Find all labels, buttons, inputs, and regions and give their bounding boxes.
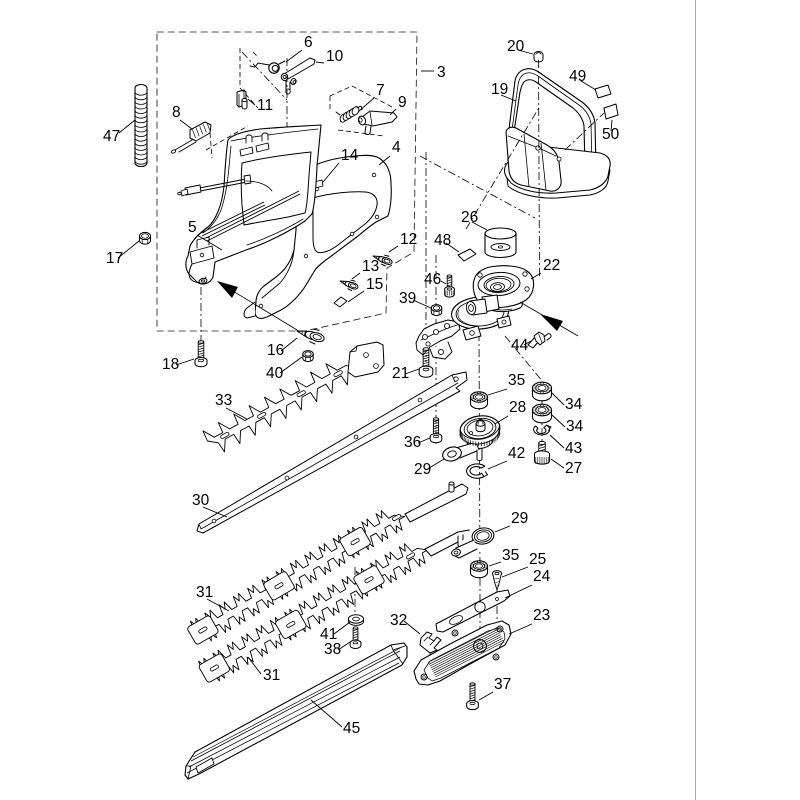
svg-text:39: 39 bbox=[399, 290, 416, 307]
svg-text:35: 35 bbox=[508, 372, 525, 389]
svg-text:3: 3 bbox=[437, 64, 446, 81]
svg-text:37: 37 bbox=[494, 676, 511, 693]
svg-text:18: 18 bbox=[162, 356, 179, 373]
svg-text:16: 16 bbox=[267, 342, 284, 359]
svg-text:36: 36 bbox=[404, 434, 421, 451]
svg-text:26: 26 bbox=[461, 209, 478, 226]
svg-text:35: 35 bbox=[502, 547, 519, 564]
svg-text:48: 48 bbox=[434, 232, 451, 249]
svg-text:47: 47 bbox=[103, 128, 120, 145]
svg-text:6: 6 bbox=[304, 34, 313, 51]
svg-text:33: 33 bbox=[215, 392, 232, 409]
svg-text:13: 13 bbox=[362, 258, 379, 275]
svg-text:30: 30 bbox=[192, 492, 210, 509]
svg-text:23: 23 bbox=[533, 607, 550, 624]
svg-text:21: 21 bbox=[392, 365, 409, 382]
svg-text:34: 34 bbox=[566, 418, 584, 435]
svg-text:29: 29 bbox=[511, 510, 528, 527]
svg-text:34: 34 bbox=[565, 396, 583, 413]
svg-text:28: 28 bbox=[509, 399, 526, 416]
svg-text:43: 43 bbox=[565, 440, 582, 457]
svg-text:40: 40 bbox=[266, 365, 284, 382]
svg-text:8: 8 bbox=[172, 104, 181, 121]
svg-text:29: 29 bbox=[414, 461, 431, 478]
svg-text:12: 12 bbox=[400, 231, 417, 248]
svg-text:20: 20 bbox=[507, 38, 525, 55]
svg-text:45: 45 bbox=[343, 720, 360, 737]
svg-text:15: 15 bbox=[366, 276, 383, 293]
svg-text:17: 17 bbox=[106, 250, 123, 267]
svg-text:38: 38 bbox=[324, 641, 341, 658]
svg-text:9: 9 bbox=[398, 94, 407, 111]
svg-text:24: 24 bbox=[533, 568, 551, 585]
svg-text:5: 5 bbox=[188, 219, 197, 236]
svg-text:49: 49 bbox=[569, 68, 586, 85]
svg-text:32: 32 bbox=[390, 612, 407, 629]
svg-text:25: 25 bbox=[529, 551, 546, 568]
svg-text:10: 10 bbox=[326, 48, 344, 65]
svg-text:19: 19 bbox=[491, 81, 508, 98]
svg-text:31: 31 bbox=[263, 667, 280, 684]
svg-text:41: 41 bbox=[320, 626, 337, 643]
svg-text:46: 46 bbox=[424, 271, 441, 288]
svg-text:11: 11 bbox=[257, 97, 273, 114]
svg-text:7: 7 bbox=[376, 82, 385, 99]
svg-text:50: 50 bbox=[602, 126, 620, 143]
svg-text:27: 27 bbox=[565, 460, 582, 477]
svg-text:4: 4 bbox=[392, 139, 401, 156]
svg-text:42: 42 bbox=[508, 445, 525, 462]
svg-text:22: 22 bbox=[543, 257, 560, 274]
svg-text:31: 31 bbox=[196, 584, 213, 601]
svg-text:14: 14 bbox=[341, 147, 359, 164]
svg-text:44: 44 bbox=[511, 337, 529, 354]
